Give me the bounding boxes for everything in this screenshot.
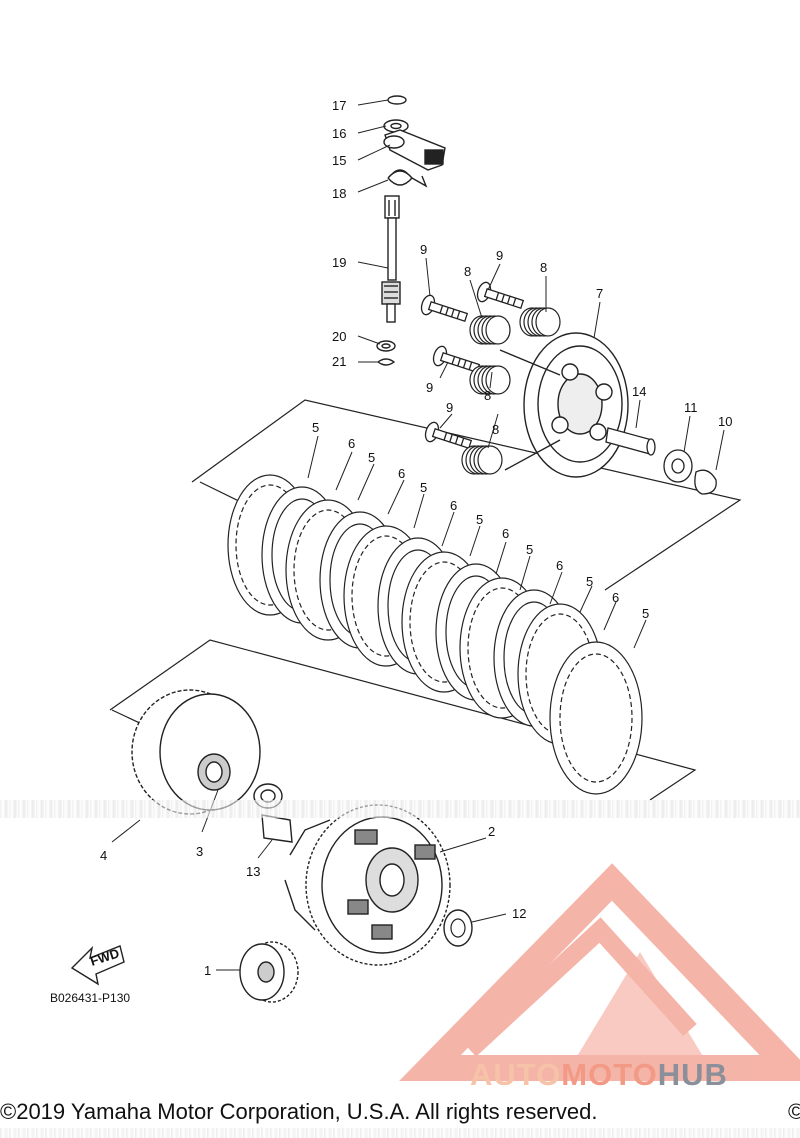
clutch-housing-2-part xyxy=(284,804,451,966)
callout-9a: 9 xyxy=(420,242,427,257)
callout-20: 20 xyxy=(332,329,346,344)
bolts-9-group xyxy=(420,281,525,449)
circlip-17-part xyxy=(387,95,407,105)
clutch-boss-assembly xyxy=(131,689,293,843)
callout-19: 19 xyxy=(332,255,346,270)
collar-13-part xyxy=(261,814,293,843)
shaft-lever-assembly xyxy=(376,95,446,366)
callout-9d: 9 xyxy=(446,400,453,415)
callout-9b: 9 xyxy=(496,248,503,263)
scan-artifact-band-bottom xyxy=(0,1128,800,1138)
callout-5e: 5 xyxy=(526,542,533,557)
callout-6f: 6 xyxy=(612,590,619,605)
callout-15: 15 xyxy=(332,153,346,168)
callout-2: 2 xyxy=(488,824,495,839)
callout-8b: 8 xyxy=(540,260,547,275)
copyright-text-cut: © xyxy=(788,1099,800,1124)
callout-6a: 6 xyxy=(348,436,355,451)
callout-16: 16 xyxy=(332,126,346,141)
pull-rod-19-top xyxy=(384,195,400,219)
callout-6d: 6 xyxy=(502,526,509,541)
watermark-wordmark: AUTOMOTOHUB xyxy=(470,1058,728,1092)
callout-labels: 17 16 15 18 19 20 21 9 9 8 8 7 9 8 9 8 1… xyxy=(100,98,732,978)
callout-10: 10 xyxy=(718,414,732,429)
callout-9c: 9 xyxy=(426,380,433,395)
callout-6b: 6 xyxy=(398,466,405,481)
callout-3: 3 xyxy=(196,844,203,859)
watermark-moto: MOTO xyxy=(561,1057,658,1092)
callout-5a: 5 xyxy=(312,420,319,435)
callout-5f: 5 xyxy=(586,574,593,589)
callout-17: 17 xyxy=(332,98,346,113)
callout-5d: 5 xyxy=(476,512,483,527)
gear-1-part xyxy=(239,941,299,1003)
callout-11: 11 xyxy=(684,400,698,415)
callout-5b: 5 xyxy=(368,450,375,465)
callout-18: 18 xyxy=(332,186,346,201)
circlip-21-part xyxy=(377,358,396,366)
pressure-plate-7-part xyxy=(499,332,629,478)
clutch-plate-stack xyxy=(227,474,643,795)
callout-7: 7 xyxy=(596,286,603,301)
callout-5c: 5 xyxy=(420,480,427,495)
callout-8c: 8 xyxy=(484,388,491,403)
callout-8d: 8 xyxy=(492,422,499,437)
callout-6e: 6 xyxy=(556,558,563,573)
diagram-reference-code: B026431-P130 xyxy=(50,991,130,1005)
lock-washer-10-part xyxy=(694,469,717,495)
callout-4: 4 xyxy=(100,848,107,863)
leader-lines xyxy=(111,99,725,971)
push-rod-nut-washer xyxy=(605,427,717,495)
copyright-text: ©2019 Yamaha Motor Corporation, U.S.A. A… xyxy=(0,1099,598,1124)
callout-21: 21 xyxy=(332,354,346,369)
callout-1: 1 xyxy=(204,963,211,978)
watermark-logo xyxy=(399,863,800,1081)
scan-artifact-band xyxy=(0,800,800,818)
spring-18-part xyxy=(387,169,428,188)
callout-13: 13 xyxy=(246,864,260,879)
callout-6c: 6 xyxy=(450,498,457,513)
callout-14: 14 xyxy=(632,384,646,399)
callout-5g: 5 xyxy=(642,606,649,621)
watermark-hub: HUB xyxy=(657,1057,728,1092)
copyright-footer: ©2019 Yamaha Motor Corporation, U.S.A. A… xyxy=(0,1097,800,1127)
springs-8-group xyxy=(461,307,561,475)
callout-8a: 8 xyxy=(464,264,471,279)
watermark-auto: AUTO xyxy=(470,1057,562,1092)
fwd-arrow-icon xyxy=(70,945,125,986)
callout-12: 12 xyxy=(512,906,526,921)
